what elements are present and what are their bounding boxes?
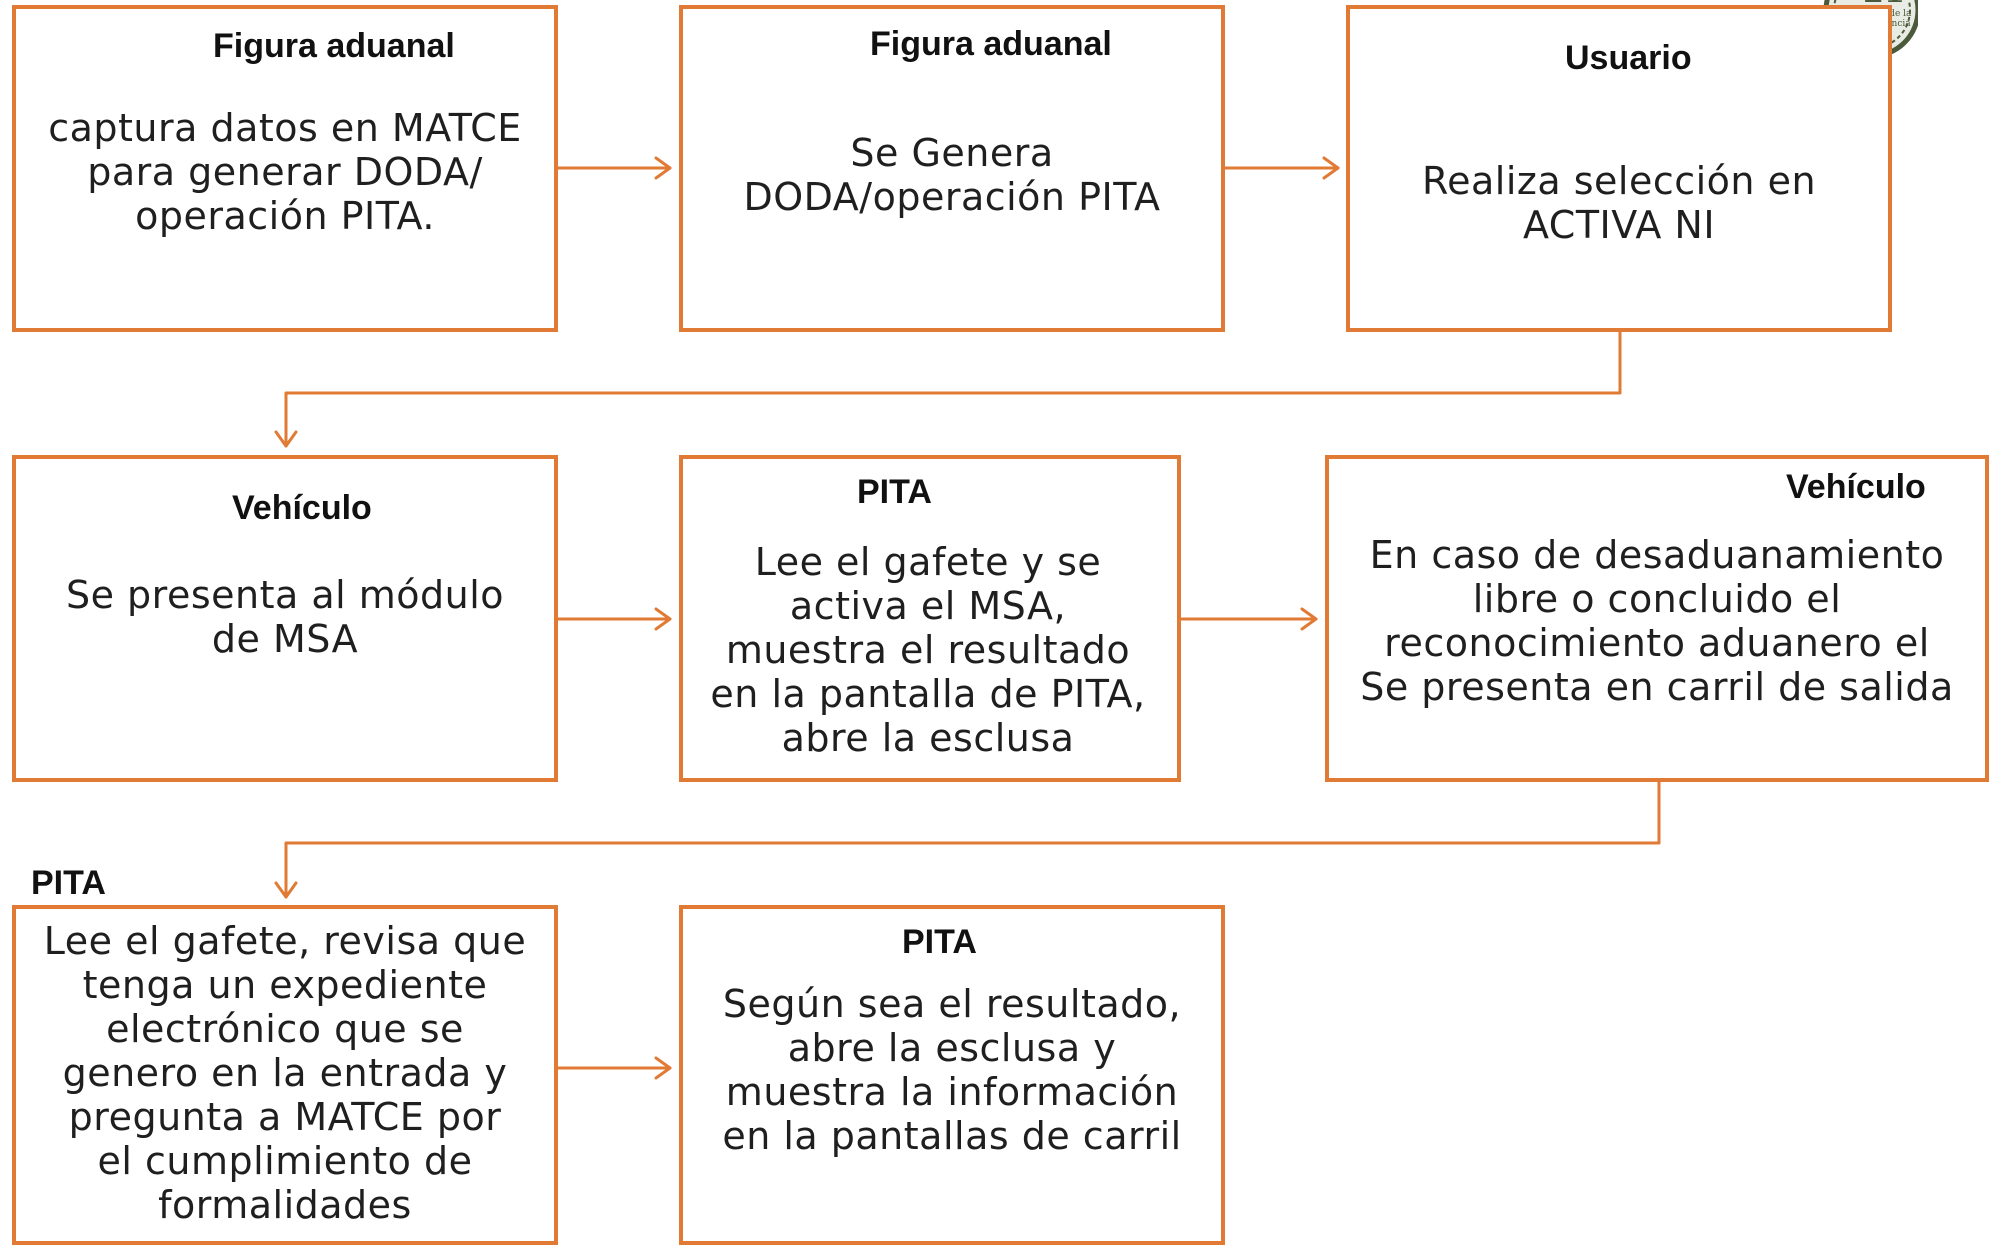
step-8-role: PITA — [902, 923, 977, 961]
step-box-8: PITA Según sea el resultado, abre la esc… — [679, 905, 1225, 1245]
step-2-text: Se Genera DODA/operación PITA — [743, 131, 1161, 219]
step-6-role: Vehículo — [1786, 468, 1926, 506]
step-box-3: Usuario Realiza selección en ACTIVA NI — [1346, 5, 1892, 332]
step-6-text: En caso de desaduanamiento libre o concl… — [1360, 533, 1954, 709]
arrowhead-step7 — [274, 881, 298, 899]
step-box-6: Vehículo En caso de desaduanamiento libr… — [1325, 455, 1989, 782]
step-7-role: PITA — [31, 864, 106, 902]
step-box-2: Figura aduanal Se Genera DODA/operación … — [679, 5, 1225, 332]
arrowhead-step4 — [274, 430, 298, 448]
step-4-role: Vehículo — [232, 489, 372, 527]
step-1-text: captura datos en MATCE para generar DODA… — [48, 106, 522, 238]
arrowhead-step8 — [654, 1056, 672, 1080]
step-1-role: Figura aduanal — [213, 27, 455, 65]
arrowhead-step5 — [654, 607, 672, 631]
arrowhead-step2 — [654, 156, 672, 180]
arrowhead-step6 — [1300, 607, 1318, 631]
step-4-text: Se presenta al módulo de MSA — [65, 573, 505, 661]
step-box-1: Figura aduanal captura datos en MATCE pa… — [12, 5, 558, 332]
arrowhead-step3 — [1322, 156, 1340, 180]
step-5-role: PITA — [857, 473, 932, 511]
step-box-5: PITA Lee el gafete y se activa el MSA, m… — [679, 455, 1181, 782]
step-3-role: Usuario — [1565, 39, 1692, 77]
step-7-text: Lee el gafete, revisa que tenga un exped… — [43, 919, 527, 1227]
step-box-4: Vehículo Se presenta al módulo de MSA — [12, 455, 558, 782]
step-3-text: Realiza selección en ACTIVA NI — [1421, 159, 1817, 247]
arrow-step6-to-step7 — [284, 780, 1661, 899]
step-5-text: Lee el gafete y se activa el MSA, muestr… — [710, 540, 1146, 760]
arrow-step3-to-step4 — [284, 330, 1622, 448]
step-2-role: Figura aduanal — [870, 25, 1112, 63]
step-box-7: Lee el gafete, revisa que tenga un exped… — [12, 905, 558, 1245]
step-8-text: Según sea el resultado, abre la esclusa … — [722, 982, 1182, 1158]
